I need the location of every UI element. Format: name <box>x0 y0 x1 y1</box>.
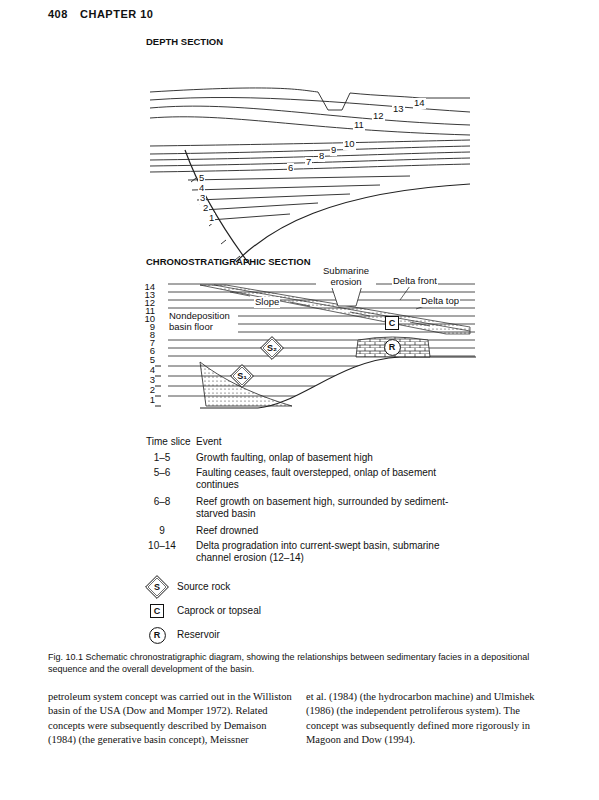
facies-label: Submarine erosion <box>316 266 376 288</box>
facies-label: Delta front <box>392 276 438 287</box>
reservoir-circle: R <box>384 339 401 356</box>
time-slice: 9 <box>140 525 184 537</box>
layer-number: 9 <box>330 145 337 156</box>
event-text: Reef drowned <box>196 525 468 537</box>
depth-section <box>150 88 470 265</box>
page-number: 408 <box>48 8 68 21</box>
time-slice: 1–5 <box>140 452 184 464</box>
layer-number: 13 <box>392 104 405 115</box>
figure-caption: Fig. 10.1 Schematic chronostratigraphic … <box>48 652 552 675</box>
caprock-box: C <box>150 604 164 618</box>
node-letter: C <box>389 319 396 328</box>
source-rock-diamond: S₂ <box>260 336 284 360</box>
caprock-box: C <box>385 316 399 330</box>
event-text: Growth faulting, onlap of basement high <box>196 452 468 464</box>
chrono-section <box>155 279 476 410</box>
layer-number: 11 <box>353 120 365 131</box>
body-text: et al. (1984) (the hydrocarbon machine) … <box>306 690 552 748</box>
layer-number: 1 <box>208 213 215 224</box>
time-number: 1 <box>140 395 156 406</box>
node-letter: S <box>154 583 160 592</box>
time-slice: 5–6 <box>140 467 184 479</box>
layer-number: 14 <box>413 98 426 109</box>
source-rock-diamond: S <box>145 575 169 599</box>
layer-number: 10 <box>343 139 356 150</box>
event-text: Faulting ceases, fault overstepped, onla… <box>196 467 468 490</box>
legend-text: Caprock or topseal <box>177 605 261 616</box>
section-title: CHRONOSTRATIGRAPHIC SECTION <box>146 257 311 268</box>
source-rock-diamond: S₁ <box>230 364 254 388</box>
node-letter: S₂ <box>267 344 277 353</box>
legend-text: Reservoir <box>177 629 220 640</box>
node-letter: R <box>389 343 396 352</box>
facies-label: Slope <box>254 297 280 308</box>
event-text: Reef growth on basement high, surrounded… <box>196 496 468 519</box>
section-title: DEPTH SECTION <box>146 37 223 48</box>
node-letter: S₁ <box>237 372 247 381</box>
facies-label: Delta top <box>420 296 460 307</box>
time-slice: 6–8 <box>140 496 184 508</box>
facies-label: Nondeposition basin floor <box>168 311 238 333</box>
body-text: petroleum system concept was carried out… <box>48 690 294 748</box>
layer-number: 12 <box>372 111 385 122</box>
node-letter: R <box>154 631 161 640</box>
time-slice: 10–14 <box>140 540 184 552</box>
event-text: Delta progradation into current-swept ba… <box>196 540 468 563</box>
reservoir-circle: R <box>149 627 166 644</box>
layer-number: 7 <box>305 157 312 168</box>
legend-text: Source rock <box>177 581 230 592</box>
table-header: Time slice <box>146 436 191 448</box>
layer-number: 6 <box>287 163 294 174</box>
table-header: Event <box>196 436 222 448</box>
node-letter: C <box>154 607 161 616</box>
chapter-heading: CHAPTER 10 <box>80 8 153 21</box>
layer-number: 8 <box>318 151 325 162</box>
